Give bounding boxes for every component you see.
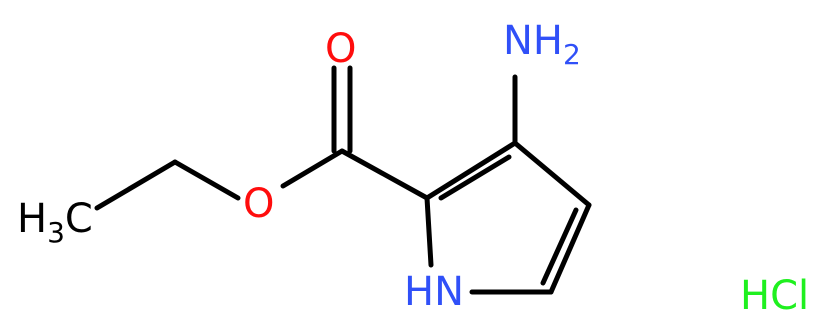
bond-ch2-o bbox=[172, 159, 241, 201]
hcl-label: HCl bbox=[740, 273, 809, 319]
bond-c4-c5 bbox=[548, 202, 592, 295]
bond-ch3-ch2 bbox=[94, 159, 178, 211]
bond-o-c bbox=[280, 148, 345, 189]
amino-main: NH bbox=[503, 18, 563, 64]
amino-label: NH2 bbox=[503, 18, 581, 71]
methyl-label: H3C bbox=[17, 196, 93, 249]
bond-c3-c4 bbox=[512, 140, 592, 208]
bond-c4-c5-inner bbox=[540, 207, 579, 286]
methyl-c: C bbox=[65, 196, 93, 242]
bond-c2-c3 bbox=[424, 140, 518, 201]
bond-c2-c3-inner bbox=[438, 154, 512, 201]
ring-nh-label: HN bbox=[404, 269, 464, 315]
bond-n1-c2 bbox=[424, 195, 434, 268]
amino-subscript: 2 bbox=[563, 38, 581, 71]
methyl-h: H bbox=[17, 196, 47, 242]
oxygen-carbonyl-label: O bbox=[325, 26, 356, 72]
methyl-subscript: 3 bbox=[47, 216, 65, 249]
oxygen-ester-label: O bbox=[243, 181, 274, 227]
bond-c-c2 bbox=[339, 148, 430, 201]
